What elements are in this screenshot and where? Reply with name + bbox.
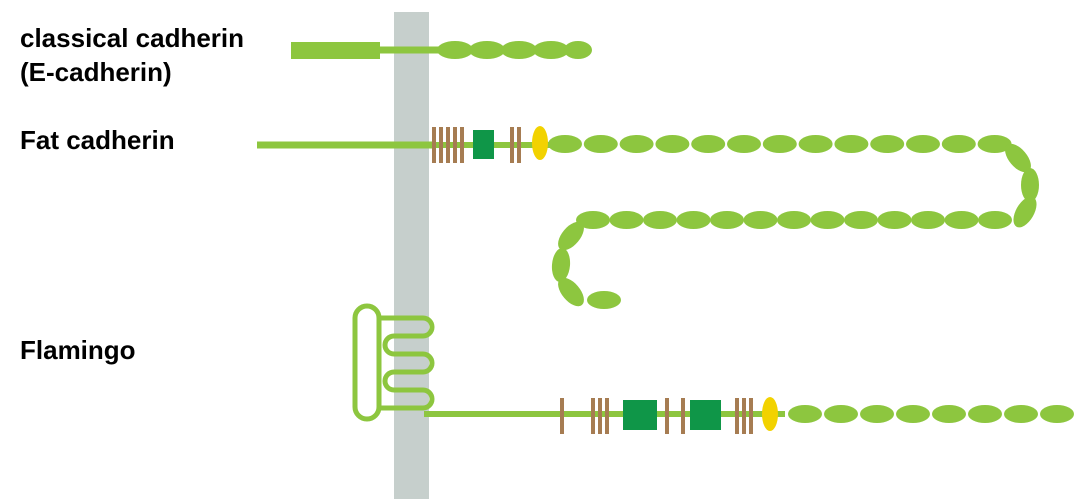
ec-domain (762, 135, 797, 153)
cell-membrane (394, 12, 429, 499)
ec-domain (583, 135, 618, 153)
cysteine-rich-domain (532, 126, 548, 160)
ec-domain (727, 135, 761, 153)
ec-domain (501, 41, 537, 59)
fat-egf-like-domains-a (432, 127, 464, 163)
ec-domain (643, 211, 677, 229)
ec-domain (944, 211, 979, 229)
classical-cadherin-ec-domains (437, 41, 592, 59)
ec-domain (968, 405, 1002, 423)
cysteine-rich-domain (762, 397, 778, 431)
classical-cadherin (291, 41, 592, 59)
flamingo-label: Flamingo (20, 335, 136, 365)
classical-cadherin-label-line1: classical cadherin (20, 23, 245, 53)
egf-like-domain (510, 127, 514, 163)
ec-domain (743, 211, 778, 229)
ec-domain (1004, 405, 1038, 423)
egf-like-domain (591, 398, 595, 434)
ec-domain (860, 405, 894, 423)
flamingo-ec-domains (788, 405, 1074, 423)
ec-domain (609, 211, 644, 229)
laminin-g-domain (623, 400, 657, 430)
egf-like-domain (742, 398, 746, 434)
ec-domain (844, 211, 878, 229)
ec-domain (798, 135, 833, 153)
tm-segment (352, 303, 382, 422)
flamingo-seven-pass-transmembrane (352, 303, 435, 422)
egf-like-domain (749, 398, 753, 434)
egf-like-domain (439, 127, 443, 163)
ec-domain (906, 135, 940, 153)
tm-snake (376, 315, 435, 411)
egf-like-domain (432, 127, 436, 163)
ec-domain (896, 405, 930, 423)
ec-domain (1040, 405, 1074, 423)
ec-domain (777, 211, 811, 229)
ec-domain (437, 41, 473, 59)
ec-domain (551, 248, 571, 282)
fat-cadherin-ec-domains (548, 135, 1039, 309)
ec-domain (932, 405, 966, 423)
egf-like-domain (517, 127, 521, 163)
fat-cadherin-label: Fat cadherin (20, 125, 175, 155)
ec-domain (834, 135, 869, 153)
ec-domain (870, 135, 905, 153)
flamingo (352, 303, 1074, 434)
laminin-g-domain (690, 400, 721, 430)
egf-like-domain (446, 127, 450, 163)
egf-like-domain (605, 398, 609, 434)
egf-like-domain (460, 127, 464, 163)
ec-domain (1021, 168, 1039, 202)
ec-domain (978, 211, 1012, 229)
fat-egf-like-domains-b (510, 127, 521, 163)
ec-domain (941, 135, 976, 153)
ec-domain (824, 405, 858, 423)
ec-domain (469, 41, 505, 59)
ec-domain (564, 41, 592, 59)
ec-domain (655, 135, 690, 153)
ec-domain (977, 135, 1012, 153)
ec-domain (576, 211, 610, 229)
ec-domain (558, 221, 584, 251)
ec-domain (710, 211, 744, 229)
egf-like-domain (453, 127, 457, 163)
classical-cadherin-cytoplasmic-tail (291, 42, 380, 59)
egf-like-domain (560, 398, 564, 434)
egf-like-domain (681, 398, 685, 434)
ec-domain (587, 291, 621, 309)
ec-domain (788, 405, 822, 423)
fat-cadherin (257, 126, 1039, 309)
ec-domain (1013, 196, 1037, 228)
ec-domain (877, 211, 912, 229)
egf-like-domain (598, 398, 602, 434)
ec-domain (533, 41, 569, 59)
ec-domain (676, 211, 711, 229)
classical-cadherin-label-line2: (E-cadherin) (20, 57, 172, 87)
egf-like-domain (735, 398, 739, 434)
ec-domain (558, 277, 584, 307)
ec-domain (1005, 143, 1031, 173)
ec-domain (691, 135, 726, 153)
egf-like-domain (665, 398, 669, 434)
ec-domain (810, 211, 845, 229)
ec-domain (548, 135, 582, 153)
ec-domain (619, 135, 654, 153)
laminin-g-domain (473, 130, 494, 159)
ec-domain (911, 211, 945, 229)
